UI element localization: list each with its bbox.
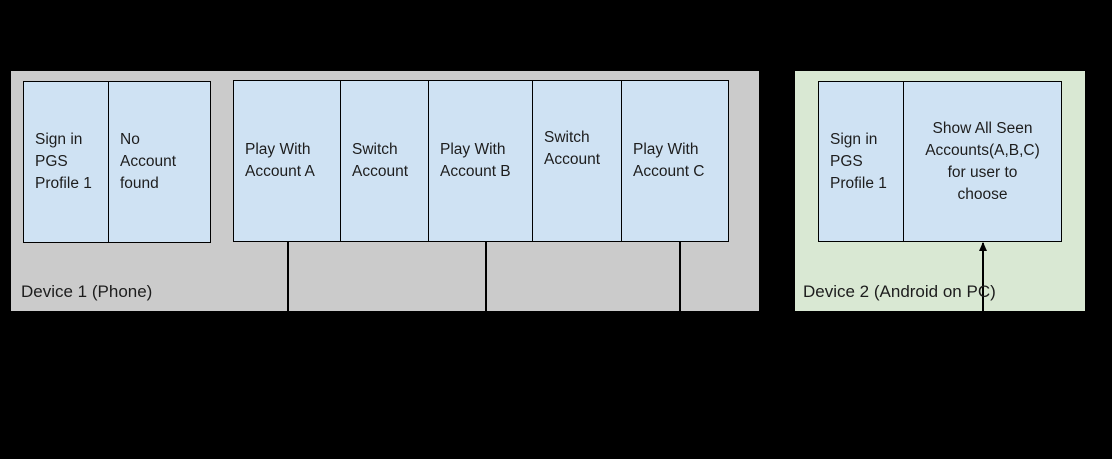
box-label: Play With Account C <box>633 141 705 180</box>
box-play-with-account-a: Play With Account A <box>233 80 341 242</box>
box-switch-account-2: Switch Account <box>532 80 622 242</box>
box-play-with-account-c: Play With Account C <box>621 80 729 242</box>
device1-label: Device 1 (Phone) <box>21 282 153 301</box>
box-switch-account-1: Switch Account <box>340 80 429 242</box>
box-show-all-seen-accounts: Show All Seen Accounts(A,B,C) for user t… <box>903 81 1062 242</box>
device1-signin-flow-group: Sign in PGS Profile 1 No Account found <box>23 81 211 243</box>
box-label: Play With Account A <box>245 141 315 180</box>
box-sign-in-pgs-profile-1: Sign in PGS Profile 1 <box>23 81 109 243</box>
arrow-connector-line <box>982 243 984 311</box>
device1-container: Sign in PGS Profile 1 No Account found P… <box>11 71 759 311</box>
box-label: Show All Seen Accounts(A,B,C) for user t… <box>925 119 1040 203</box>
arrow-up-icon <box>978 242 987 251</box>
box-label: Switch Account <box>544 129 601 168</box>
device2-container: Sign in PGS Profile 1 Show All Seen Acco… <box>795 71 1085 311</box>
box-label: Play With Account B <box>440 141 511 180</box>
box-label: No Account found <box>120 131 177 192</box>
device2-flow-group: Sign in PGS Profile 1 Show All Seen Acco… <box>818 81 1062 242</box>
box-label: Sign in PGS Profile 1 <box>35 131 92 192</box>
device2-label: Device 2 (Android on PC) <box>803 282 996 301</box>
device1-play-flow-group: Play With Account A Switch Account Play … <box>233 80 729 242</box>
connector-line-account-a <box>287 242 289 311</box>
box-sign-in-pgs-profile-1-device2: Sign in PGS Profile 1 <box>818 81 904 242</box>
box-label: Switch Account <box>352 141 409 180</box>
box-play-with-account-b: Play With Account B <box>428 80 533 242</box>
connector-line-account-c <box>679 242 681 311</box>
box-no-account-found: No Account found <box>108 81 211 243</box>
box-label: Sign in PGS Profile 1 <box>830 130 887 192</box>
connector-line-account-b <box>485 242 487 311</box>
